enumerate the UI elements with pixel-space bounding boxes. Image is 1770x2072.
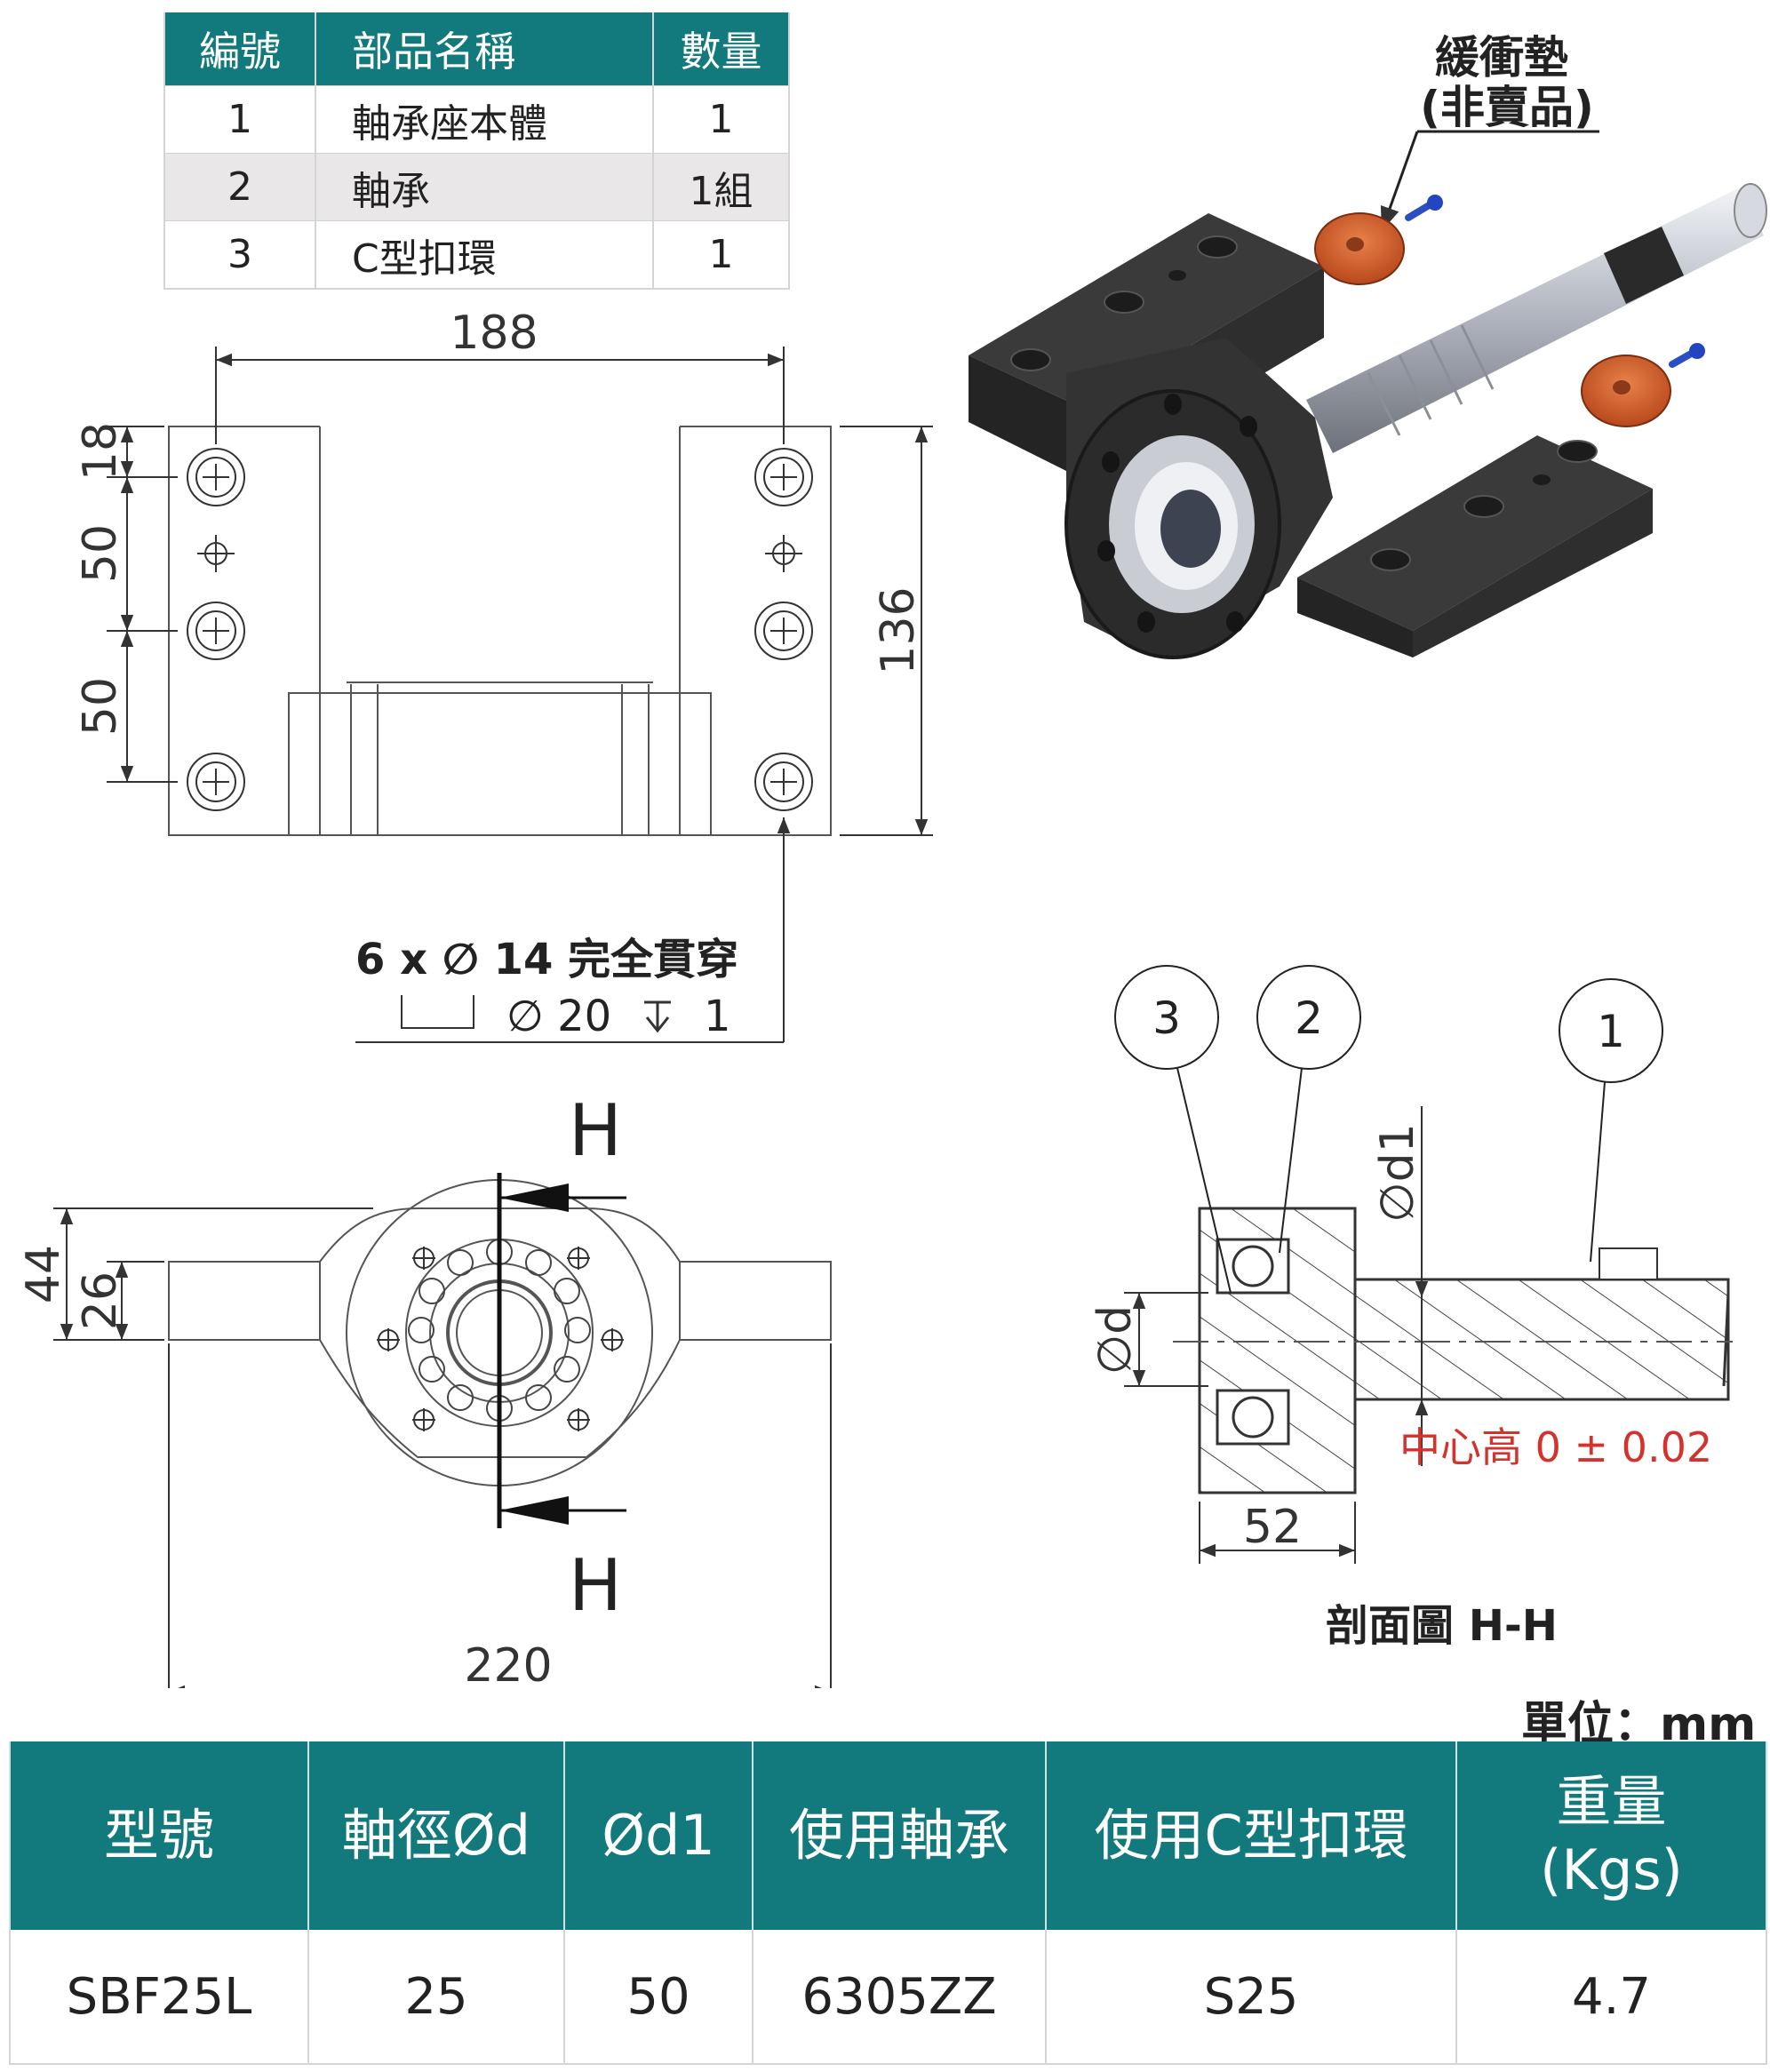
spec-table: 型號 軸徑Ød Ød1 使用軸承 使用C型扣環 重量 (Kgs) SBF25L … [9,1741,1767,2065]
center-height-note: 中心高 0 ± 0.02 [1399,1423,1712,1471]
parts-row: 1 軸承座本體 1 [163,85,790,154]
parts-header-qty: 數量 [652,12,790,86]
spec-header-shaft: 軸徑Ød [307,1741,565,1930]
dim-136: 136 [872,586,925,674]
parts-qty: 1 [652,85,790,154]
label-d1: ∅d1 [1371,1123,1424,1222]
dim-26: 26 [74,1271,127,1330]
parts-name: 軸承座本體 [315,85,654,154]
spec-weight: 4.7 [1455,1930,1767,2065]
spec-bearing: 6305ZZ [752,1930,1047,2065]
spec-d1: 50 [563,1930,753,2065]
section-mark-top: H [569,1089,622,1172]
dim-188: 188 [450,307,538,360]
pad-callout-line1: 緩衝墊 [1435,32,1568,84]
parts-no: 2 [163,153,316,221]
front-view [53,1173,832,1688]
section-mark-bottom: H [569,1544,622,1627]
dim-50-lower: 50 [74,677,127,736]
dim-50-upper: 50 [74,524,127,583]
balloon-2: 2 [1295,992,1323,1044]
isometric-view: 緩衝墊 (非賣品) [969,32,1767,659]
parts-row: 2 軸承 1組 [163,153,790,221]
balloon-1: 1 [1597,1006,1625,1057]
label-d: ∅d [1088,1305,1142,1375]
spec-header-ring: 使用C型扣環 [1045,1741,1457,1930]
top-view [107,347,933,1043]
dim-44: 44 [17,1245,70,1303]
parts-qty: 1 [652,220,790,290]
dim-52: 52 [1243,1501,1302,1554]
spec-model: SBF25L [9,1930,309,2065]
section-view [1114,965,1733,1564]
parts-name: 軸承 [315,153,654,221]
hole-note-line1: 6 x ∅ 14 完全貫穿 [355,935,738,984]
parts-no: 1 [163,85,316,154]
pad-callout-line2: (非賣品) [1420,82,1594,133]
parts-header-no: 編號 [163,12,316,86]
spec-ring: S25 [1045,1930,1457,2065]
dim-220: 220 [464,1639,552,1688]
dim-18: 18 [74,422,127,481]
spec-header-bearing: 使用軸承 [752,1741,1047,1930]
parts-qty: 1組 [652,153,790,221]
spec-header-model: 型號 [9,1741,309,1930]
spec-header-d1: Ød1 [563,1741,753,1930]
depth-symbol-icon [644,1000,671,1033]
parts-header-name: 部品名稱 [315,12,654,86]
parts-row: 3 C型扣環 1 [163,220,790,290]
spec-header-weight-unit: (Kgs) [1540,1837,1683,1902]
balloon-3: 3 [1152,992,1181,1044]
parts-table: 編號 部品名稱 數量 1 軸承座本體 1 2 軸承 1組 3 C型扣環 1 [163,12,790,290]
spec-row: SBF25L 25 50 6305ZZ S25 4.7 [9,1930,1767,2065]
hole-note-line2: ∅ 20 [506,992,611,1041]
parts-name: C型扣環 [315,220,654,290]
section-caption: 剖面圖 H-H [1326,1601,1558,1651]
hole-note-depth: 1 [704,992,731,1041]
spec-shaft: 25 [307,1930,565,2065]
spec-header-weight-label: 重量 [1556,1768,1667,1834]
spec-header-weight: 重量 (Kgs) [1455,1741,1767,1930]
parts-no: 3 [163,220,316,290]
drawing-canvas: 緩衝墊 (非賣品) [17,32,1767,1688]
